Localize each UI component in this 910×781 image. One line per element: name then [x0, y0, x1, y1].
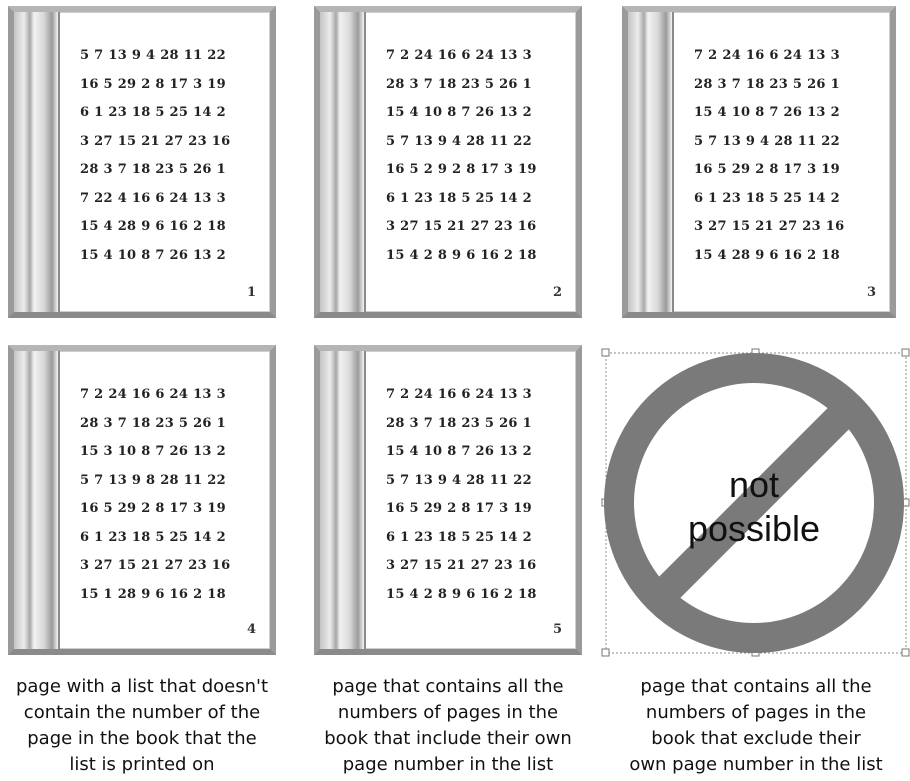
caption-left: page with a list that doesn't contain th…	[0, 674, 292, 778]
list-row: 5 7 13 9 8 28 11 22	[80, 467, 254, 496]
caption-line: page with a list that doesn't	[0, 674, 292, 700]
list-row: 5 7 13 9 4 28 11 22	[386, 467, 560, 496]
list-row: 15 4 10 8 7 26 13 2	[386, 438, 560, 467]
page-number-list: 5 7 13 9 4 28 11 22 16 5 29 2 8 17 3 19 …	[80, 42, 254, 270]
list-row: 15 4 10 8 7 26 13 2	[694, 99, 874, 128]
book-binding	[320, 12, 364, 312]
caption-line: page in the book that the	[0, 726, 292, 752]
caption-middle: page that contains all the numbers of pa…	[298, 674, 598, 778]
caption-line: list is printed on	[0, 752, 292, 778]
list-row: 16 5 2 9 2 8 17 3 19	[386, 156, 560, 185]
caption-line: contain the number of the	[0, 700, 292, 726]
list-row: 3 27 15 21 27 23 16	[386, 213, 560, 242]
list-row: 15 1 28 9 6 16 2 18	[80, 581, 254, 610]
list-row: 6 1 23 18 5 25 14 2	[694, 185, 874, 214]
list-row: 16 5 29 2 8 17 3 19	[80, 71, 254, 100]
list-row: 6 1 23 18 5 25 14 2	[386, 524, 560, 553]
caption-line: book that exclude their	[606, 726, 906, 752]
caption-line: own page number in the list	[606, 752, 906, 778]
page-number: 5	[553, 622, 562, 637]
caption-line: page number in the list	[298, 752, 598, 778]
page-number: 3	[867, 285, 876, 300]
book-page-3: 7 2 24 16 6 24 13 3 28 3 7 18 23 5 26 1 …	[622, 6, 896, 318]
list-row: 7 22 4 16 6 24 13 3	[80, 185, 254, 214]
list-row: 6 1 23 18 5 25 14 2	[386, 185, 560, 214]
book-binding	[628, 12, 672, 312]
list-row: 3 27 15 21 27 23 16	[386, 552, 560, 581]
list-row: 6 1 23 18 5 25 14 2	[80, 524, 254, 553]
list-row: 15 4 2 8 9 6 16 2 18	[386, 581, 560, 610]
caption-right: page that contains all the numbers of pa…	[606, 674, 906, 778]
book-page-2: 7 2 24 16 6 24 13 3 28 3 7 18 23 5 26 1 …	[314, 6, 582, 318]
book-binding	[320, 351, 364, 649]
list-row: 3 27 15 21 27 23 16	[694, 213, 874, 242]
caption-line: numbers of pages in the	[298, 700, 598, 726]
list-row: 5 7 13 9 4 28 11 22	[386, 128, 560, 157]
not-possible-sign: not possible	[596, 345, 910, 657]
selection-handle	[602, 649, 609, 656]
sign-text-line1: not	[729, 464, 779, 505]
list-row: 28 3 7 18 23 5 26 1	[386, 71, 560, 100]
list-row: 28 3 7 18 23 5 26 1	[80, 410, 254, 439]
caption-line: numbers of pages in the	[606, 700, 906, 726]
list-row: 3 27 15 21 27 23 16	[80, 552, 254, 581]
page-number-list: 7 2 24 16 6 24 13 3 28 3 7 18 23 5 26 1 …	[694, 42, 874, 270]
list-row: 28 3 7 18 23 5 26 1	[386, 410, 560, 439]
list-row: 3 27 15 21 27 23 16	[80, 128, 254, 157]
list-row: 16 5 29 2 8 17 3 19	[386, 495, 560, 524]
list-row: 16 5 29 2 8 17 3 19	[80, 495, 254, 524]
list-row: 7 2 24 16 6 24 13 3	[694, 42, 874, 71]
book-page-4: 7 2 24 16 6 24 13 3 28 3 7 18 23 5 26 1 …	[8, 345, 276, 655]
page-number-list: 7 2 24 16 6 24 13 3 28 3 7 18 23 5 26 1 …	[386, 42, 560, 270]
list-row: 15 4 28 9 6 16 2 18	[694, 242, 874, 271]
sign-text-line2: possible	[688, 508, 820, 549]
book-page-5: 7 2 24 16 6 24 13 3 28 3 7 18 23 5 26 1 …	[314, 345, 582, 655]
caption-line: page that contains all the	[606, 674, 906, 700]
book-binding	[14, 12, 58, 312]
page-number: 1	[247, 285, 256, 300]
page-number: 2	[553, 285, 562, 300]
list-row: 7 2 24 16 6 24 13 3	[386, 42, 560, 71]
page-number-list: 7 2 24 16 6 24 13 3 28 3 7 18 23 5 26 1 …	[386, 381, 560, 609]
list-row: 28 3 7 18 23 5 26 1	[80, 156, 254, 185]
list-row: 15 4 10 8 7 26 13 2	[80, 242, 254, 271]
selection-handle	[602, 349, 609, 356]
page-number-list: 7 2 24 16 6 24 13 3 28 3 7 18 23 5 26 1 …	[80, 381, 254, 609]
caption-line: book that include their own	[298, 726, 598, 752]
list-row: 7 2 24 16 6 24 13 3	[386, 381, 560, 410]
list-row: 7 2 24 16 6 24 13 3	[80, 381, 254, 410]
list-row: 15 4 2 8 9 6 16 2 18	[386, 242, 560, 271]
list-row: 6 1 23 18 5 25 14 2	[80, 99, 254, 128]
list-row: 16 5 29 2 8 17 3 19	[694, 156, 874, 185]
list-row: 5 7 13 9 4 28 11 22	[694, 128, 874, 157]
list-row: 15 3 10 8 7 26 13 2	[80, 438, 254, 467]
list-row: 5 7 13 9 4 28 11 22	[80, 42, 254, 71]
list-row: 15 4 10 8 7 26 13 2	[386, 99, 560, 128]
list-row: 28 3 7 18 23 5 26 1	[694, 71, 874, 100]
selection-handle	[902, 349, 909, 356]
selection-handle	[902, 649, 909, 656]
page-number: 4	[247, 622, 256, 637]
list-row: 15 4 28 9 6 16 2 18	[80, 213, 254, 242]
caption-line: page that contains all the	[298, 674, 598, 700]
book-binding	[14, 351, 58, 649]
book-page-1: 5 7 13 9 4 28 11 22 16 5 29 2 8 17 3 19 …	[8, 6, 276, 318]
